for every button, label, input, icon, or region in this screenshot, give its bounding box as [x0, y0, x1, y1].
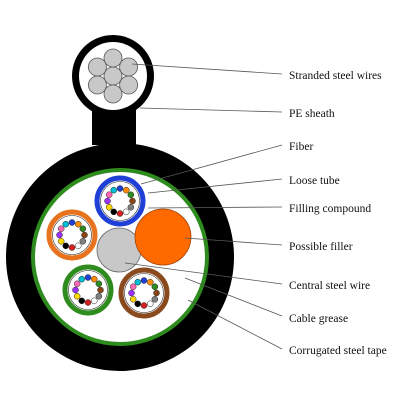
fiber	[57, 238, 65, 245]
fiber	[72, 286, 79, 294]
fiber	[57, 225, 65, 232]
fiber	[140, 302, 148, 309]
steel-wire-strand	[103, 48, 123, 68]
fiber	[56, 231, 63, 239]
fiber	[79, 238, 87, 245]
fiber	[97, 286, 104, 294]
fiber	[147, 300, 154, 308]
leader-central-steel-wire	[124, 262, 283, 285]
fiber	[123, 208, 130, 216]
loose-tube	[94, 175, 146, 227]
fiber	[62, 242, 69, 250]
fiber	[75, 220, 82, 228]
fiber	[151, 296, 159, 303]
leader-loose-tube	[147, 178, 283, 194]
fiber	[81, 231, 88, 239]
loose-tube-inner-edge	[68, 270, 108, 310]
fiber	[134, 300, 141, 308]
fiber	[151, 283, 159, 290]
fiber	[153, 289, 160, 297]
steel-wire-strand	[119, 57, 139, 77]
leader-possible-filler	[184, 237, 283, 246]
fiber	[147, 278, 154, 286]
stranded-steel-wires	[88, 48, 139, 104]
fiber	[84, 299, 92, 306]
fiber	[110, 208, 117, 216]
fiber	[129, 197, 136, 205]
sheath-neck	[92, 105, 136, 145]
steel-wire-strand	[119, 75, 139, 95]
fiber	[73, 280, 81, 287]
fiber	[91, 297, 98, 305]
label-stranded-steel-wires: Stranded steel wires	[289, 70, 382, 82]
fiber	[78, 297, 85, 305]
fiber	[79, 225, 87, 232]
label-cable-grease: Cable grease	[289, 313, 348, 325]
fiber	[95, 293, 103, 300]
loose-tubes	[46, 175, 170, 319]
fiber	[105, 191, 113, 198]
fiber	[68, 219, 76, 226]
loose-tube	[62, 264, 114, 316]
fiber	[73, 293, 81, 300]
leader-stranded-steel-wires	[131, 63, 283, 75]
possible-filler	[134, 208, 192, 266]
labels: Stranded steel wires PE sheath Fiber Loo…	[289, 70, 387, 357]
fiber	[129, 283, 137, 290]
loose-tube-inner-edge	[124, 273, 164, 313]
fiber	[105, 204, 113, 211]
steel-wire-strand	[88, 75, 107, 95]
label-pe-sheath: PE sheath	[289, 108, 335, 120]
fiber	[127, 191, 135, 198]
fiber	[116, 185, 124, 192]
leader-corrugated-steel-tape	[187, 299, 283, 350]
leader-pe-sheath	[139, 107, 283, 113]
fiber	[134, 278, 141, 286]
leader-cable-grease	[184, 277, 283, 317]
label-loose-tube: Loose tube	[289, 175, 340, 187]
label-central-steel-wire: Central steel wire	[289, 280, 370, 292]
loose-tube	[118, 267, 170, 319]
label-possible-filler: Possible filler	[289, 241, 353, 253]
label-fiber: Fiber	[289, 141, 313, 153]
loose-tube-inner-edge	[100, 181, 140, 221]
fiber	[104, 197, 111, 205]
fiber	[123, 186, 130, 194]
fiber	[110, 186, 117, 194]
fiber	[128, 289, 135, 297]
label-filling-compound: Filling compound	[289, 203, 371, 215]
fiber	[91, 275, 98, 283]
steel-wire-strand	[103, 66, 123, 86]
central-steel-wire	[96, 227, 142, 273]
fiber	[62, 220, 69, 228]
leader-lines	[124, 63, 283, 350]
fiber	[116, 210, 124, 217]
fiber	[127, 204, 135, 211]
steel-wire-strand	[103, 84, 123, 104]
fiber	[68, 244, 76, 251]
leader-filling-compound	[147, 206, 283, 209]
messenger-section	[72, 35, 154, 145]
loose-tube	[46, 209, 98, 261]
fiber	[78, 275, 85, 283]
fiber	[95, 280, 103, 287]
steel-wire-strand	[88, 57, 107, 77]
fiber	[75, 242, 82, 250]
loose-tube-inner-edge	[52, 215, 92, 255]
label-corrugated-steel-tape: Corrugated steel tape	[289, 345, 387, 357]
leader-fiber	[140, 144, 283, 185]
fiber	[140, 277, 148, 284]
fiber	[129, 296, 137, 303]
fiber	[84, 274, 92, 281]
